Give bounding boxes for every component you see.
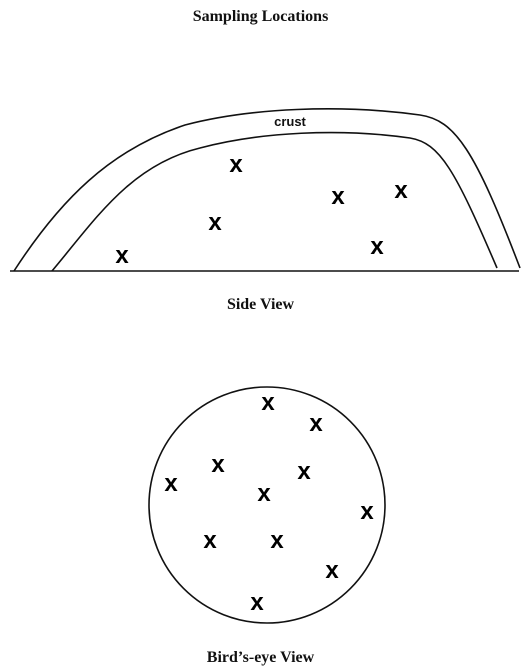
side-sample-mark: x	[331, 183, 345, 210]
crust-outer-edge	[14, 109, 520, 271]
birds-eye-view: x x x x x x x x x x x	[149, 387, 385, 623]
side-view-caption: Side View	[0, 296, 521, 314]
side-view: crust x x x x x x	[10, 109, 520, 271]
birds-eye-sample-mark: x	[203, 527, 217, 554]
birds-eye-sample-mark: x	[360, 498, 374, 525]
birds-eye-sample-mark: x	[257, 480, 271, 507]
birds-eye-sample-mark: x	[211, 451, 225, 478]
side-sample-mark: x	[115, 242, 129, 269]
birds-eye-view-caption: Bird’s-eye View	[0, 649, 521, 667]
side-sample-mark: x	[208, 209, 222, 236]
side-sample-mark: x	[370, 233, 384, 260]
birds-eye-sample-mark: x	[297, 458, 311, 485]
birds-eye-sample-mark: x	[250, 589, 264, 616]
side-sample-mark: x	[394, 177, 408, 204]
birds-eye-sample-mark: x	[325, 557, 339, 584]
birds-eye-sample-mark: x	[309, 410, 323, 437]
birds-eye-sample-mark: x	[261, 389, 275, 416]
side-sample-mark: x	[229, 151, 243, 178]
birds-eye-sample-mark: x	[164, 470, 178, 497]
crust-label: crust	[274, 114, 306, 129]
birds-eye-sample-mark: x	[270, 527, 284, 554]
